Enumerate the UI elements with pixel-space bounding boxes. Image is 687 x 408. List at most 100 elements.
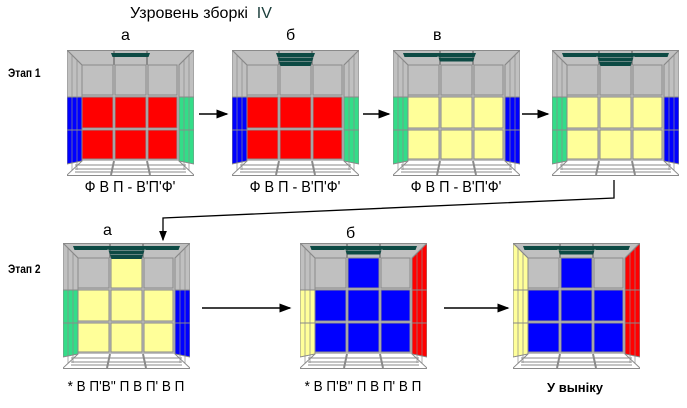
- edge-line: [624, 353, 641, 369]
- front-sticker: [440, 129, 473, 160]
- front-sticker: [114, 64, 147, 96]
- front-sticker: [110, 257, 143, 289]
- formula: Ф В П - В'П'Ф': [84, 179, 176, 196]
- front-sticker: [632, 64, 663, 96]
- formula: * В П'В'' П В П' В П: [67, 378, 185, 395]
- top-edge-bar: [596, 53, 635, 57]
- front-sticker: [380, 289, 411, 322]
- connector-arrow-icon: [159, 180, 615, 242]
- edge-line: [663, 160, 680, 176]
- formula: Ф В П - В'П'Ф': [410, 179, 502, 196]
- top-edge-bar: [279, 62, 312, 66]
- front-sticker: [143, 257, 174, 289]
- edge-line: [631, 160, 636, 176]
- front-sticker: [81, 129, 114, 160]
- edge-line: [504, 160, 521, 176]
- cube-svg: [299, 241, 428, 369]
- front-sticker: [347, 257, 380, 289]
- front-sticker: [632, 129, 663, 160]
- front-sticker: [407, 64, 440, 96]
- front-sticker: [114, 96, 147, 129]
- edge-line: [66, 160, 83, 176]
- cube-svg: [231, 48, 360, 176]
- title-text: Узровень зборкі: [130, 5, 248, 22]
- front-sticker: [314, 257, 347, 289]
- formula: Ф В П - В'П'Ф': [249, 179, 341, 196]
- edge-line: [343, 353, 348, 369]
- front-sticker: [312, 129, 343, 160]
- top-edge-bar: [562, 53, 598, 57]
- front-sticker: [380, 322, 411, 353]
- front-sticker: [473, 96, 504, 129]
- cube-stage1-a: [66, 48, 195, 176]
- edge-line: [62, 353, 79, 369]
- level-number: IV: [256, 5, 272, 22]
- top-edge-bar: [381, 246, 417, 250]
- edge-line: [231, 49, 248, 66]
- top-edge-bar: [277, 57, 314, 62]
- cube-final-result: [512, 241, 641, 369]
- edge-line: [178, 49, 195, 66]
- top-edge-bar: [344, 246, 383, 250]
- formula: * В П'В'' П В П' В П: [304, 378, 422, 395]
- edge-line: [592, 353, 597, 369]
- top-edge-bar: [523, 246, 559, 250]
- stage-1-label: Этап 1: [8, 66, 41, 80]
- edge-line: [504, 49, 521, 66]
- cube-stage1-result: [551, 48, 680, 176]
- front-sticker: [114, 129, 147, 160]
- stage-2-label: Этап 2: [8, 262, 41, 276]
- front-sticker: [380, 257, 411, 289]
- top-edge-bar: [597, 57, 634, 62]
- front-sticker: [593, 289, 624, 322]
- front-sticker: [246, 64, 279, 96]
- edge-line: [379, 353, 384, 369]
- front-sticker: [560, 257, 593, 289]
- front-sticker: [110, 289, 143, 322]
- top-edge-bar: [633, 53, 669, 57]
- front-sticker: [81, 64, 114, 96]
- top-edge-bar: [403, 53, 439, 57]
- top-edge-bar: [558, 250, 595, 255]
- front-sticker: [143, 289, 174, 322]
- front-sticker: [314, 289, 347, 322]
- front-sticker: [527, 322, 560, 353]
- edge-line: [472, 160, 477, 176]
- cube-svg: [512, 241, 641, 369]
- front-sticker: [279, 129, 312, 160]
- step-letter: б: [286, 27, 296, 44]
- front-sticker: [147, 64, 178, 96]
- cube-svg: [62, 241, 191, 369]
- front-sticker: [81, 96, 114, 129]
- front-sticker: [632, 96, 663, 129]
- edge-line: [411, 353, 428, 369]
- front-sticker: [440, 96, 473, 129]
- edge-line: [663, 49, 680, 66]
- front-sticker: [473, 64, 504, 96]
- front-sticker: [473, 129, 504, 160]
- front-sticker: [246, 129, 279, 160]
- front-sticker: [440, 64, 473, 96]
- front-sticker: [566, 96, 599, 129]
- front-sticker: [312, 96, 343, 129]
- front-sticker: [560, 289, 593, 322]
- cube-svg: [392, 48, 521, 176]
- top-edge-bar: [437, 53, 476, 57]
- front-sticker: [347, 289, 380, 322]
- front-sticker: [77, 322, 110, 353]
- front-sticker: [566, 129, 599, 160]
- step-letter: б: [346, 225, 356, 242]
- front-sticker: [566, 64, 599, 96]
- result-label: У выніку: [547, 380, 603, 395]
- edge-line: [556, 353, 561, 369]
- top-edge-bar: [345, 250, 382, 255]
- cube-stage1-b: [231, 48, 360, 176]
- edge-line: [275, 160, 280, 176]
- top-edge-bar: [108, 250, 145, 255]
- front-sticker: [246, 96, 279, 129]
- edge-line: [512, 353, 529, 369]
- top-edge-bar: [111, 53, 150, 57]
- edge-line: [62, 242, 79, 259]
